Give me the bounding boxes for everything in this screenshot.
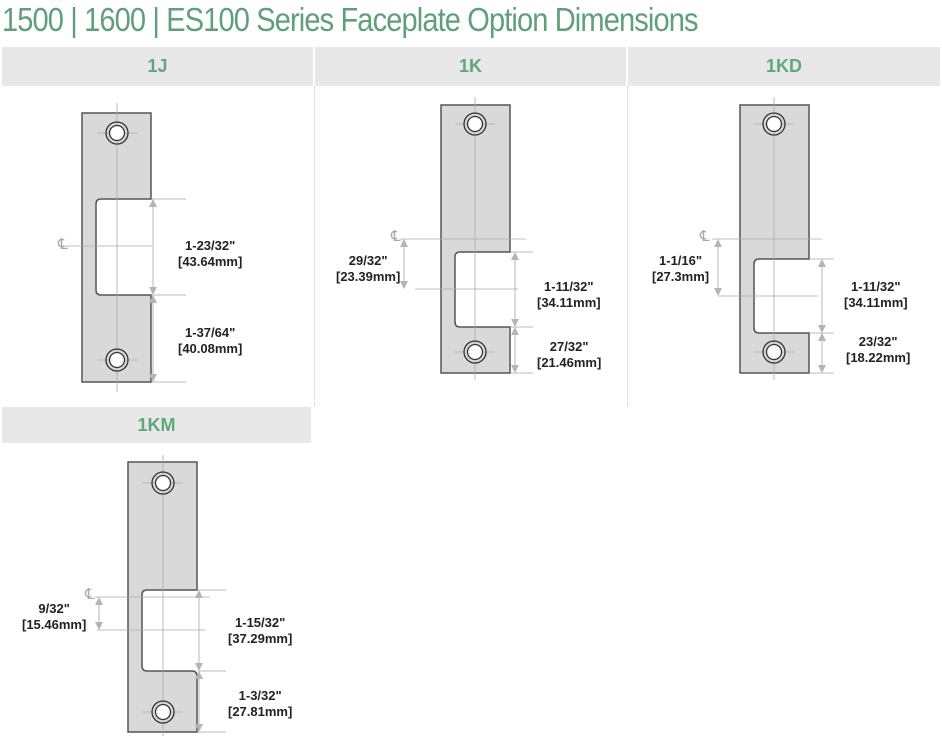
centerline-icon: ℄ bbox=[58, 236, 68, 253]
centerline-icon: ℄ bbox=[700, 228, 710, 245]
faceplate-1j bbox=[60, 103, 186, 392]
dimension-label: 1-3/32" [27.81mm] bbox=[228, 688, 293, 719]
dimension-label: 1-37/64" [40.08mm] bbox=[178, 325, 243, 356]
centerline-icon: ℄ bbox=[85, 586, 95, 603]
panel-header-1k: 1K bbox=[315, 47, 626, 86]
panel-divider bbox=[314, 86, 315, 406]
panel-header-1km: 1KM bbox=[2, 407, 311, 443]
dimension-label: 1-11/32" [34.11mm] bbox=[844, 279, 908, 310]
dimension-label: 1-15/32" [37.29mm] bbox=[228, 615, 293, 646]
faceplate-1kd bbox=[712, 97, 834, 380]
dimension-label: 1-11/32" [34.11mm] bbox=[537, 279, 601, 310]
faceplate-1km bbox=[95, 455, 226, 736]
dimension-label: 27/32" [21.46mm] bbox=[537, 339, 602, 370]
panel-header-1kd: 1KD bbox=[628, 47, 940, 86]
centerline-icon: ℄ bbox=[391, 228, 401, 245]
panel-label: 1KD bbox=[765, 56, 802, 76]
panel-label: 1K bbox=[458, 56, 482, 76]
dimension-label: 23/32" [18.22mm] bbox=[846, 334, 911, 365]
dimension-label: 1-1/16" [27.3mm] bbox=[652, 253, 710, 284]
dimension-label: 1-23/32" [43.64mm] bbox=[178, 238, 243, 269]
panel-label: 1J bbox=[147, 56, 168, 76]
dimension-label: 29/32" [23.39mm] bbox=[336, 253, 401, 284]
page-title: 1500 | 1600 | ES100 Series Faceplate Opt… bbox=[2, 1, 699, 38]
dimension-label: 9/32" [15.46mm] bbox=[22, 601, 87, 632]
panel-header-1j: 1J bbox=[2, 47, 313, 86]
panel-label: 1KM bbox=[137, 414, 176, 435]
faceplate-1k bbox=[400, 97, 533, 380]
panel-divider bbox=[627, 86, 628, 406]
